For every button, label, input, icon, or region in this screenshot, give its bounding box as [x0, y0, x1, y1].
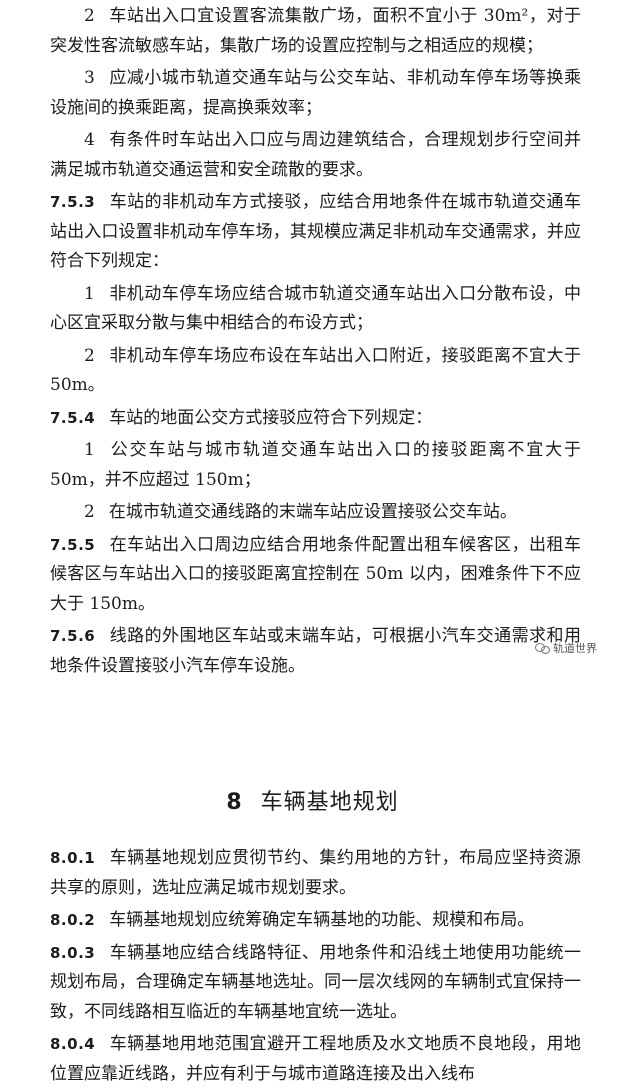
item-number: 1	[84, 440, 95, 460]
clause-text: 车辆基地规划应统筹确定车辆基地的功能、规模和布局。	[109, 910, 535, 930]
item-text: 车站出入口宜设置客流集散广场，面积不宜小于 30m²，对于突发性客流敏感车站，集…	[50, 6, 581, 56]
item-text: 应减小城市轨道交通车站与公交车站、非机动车停车场等换乘设施间的换乘距离，提高换乘…	[50, 68, 581, 118]
clause-number: 7.5.5	[50, 535, 96, 554]
clause-text: 车站的非机动车方式接驳，应结合用地条件在城市轨道交通车站出入口设置非机动车停车场…	[50, 192, 581, 271]
clause-number: 7.5.4	[50, 408, 96, 427]
clause-7-5-4: 7.5.4 车站的地面公交方式接驳应符合下列规定：	[50, 404, 581, 434]
item-number: 1	[84, 283, 95, 304]
item-number: 3	[84, 68, 95, 88]
clause-text: 车站的地面公交方式接驳应符合下列规定：	[109, 407, 433, 428]
clause-text: 在车站出入口周边应结合用地条件配置出租车候客区，出租车候客区与车站出入口的接驳距…	[50, 534, 581, 614]
clause-text: 车辆基地用地范围宜避开工程地质及水文地质不良地段，用地位置应靠近线路，并应有利于…	[50, 1034, 581, 1084]
clause-number: 8.0.4	[50, 1035, 96, 1053]
item-text: 公交车站与城市轨道交通车站出入口的接驳距离不宜大于 50m，并不应超过 150m…	[50, 440, 581, 490]
chapter-title: 车辆基地规划	[260, 790, 399, 815]
clause-text: 车辆基地规划应贯彻节约、集约用地的方针，布局应坚持资源共享的原则，选址应满足城市…	[50, 848, 581, 898]
clause-number: 8.0.1	[50, 849, 96, 867]
item-text: 非机动车停车场应布设在车站出入口附近，接驳距离不宜大于 50m。	[50, 345, 581, 396]
item-number: 2	[84, 345, 95, 366]
clause-8-0-2: 8.0.2 车辆基地规划应统筹确定车辆基地的功能、规模和布局。	[50, 906, 581, 936]
clause-number: 7.5.6	[50, 627, 96, 645]
item-text: 在城市轨道交通线路的末端车站应设置接驳公交车站。	[108, 502, 517, 522]
clause-number: 8.0.3	[50, 943, 96, 962]
list-item-7-5-4-2: 2 在城市轨道交通线路的末端车站应设置接驳公交车站。	[50, 498, 581, 528]
watermark-text: 轨道世界	[553, 642, 597, 655]
item-text: 有条件时车站出入口应与周边建筑结合，合理规划步行空间并满足城市轨道交通运营和安全…	[50, 130, 581, 180]
clause-text: 车辆基地应结合线路特征、用地条件和沿线土地使用功能统一规划布局，合理确定车辆基地…	[50, 942, 581, 1022]
clause-number: 7.5.3	[50, 193, 96, 211]
chapter-heading: 8 车辆基地规划	[0, 784, 625, 816]
item-number: 2	[84, 6, 95, 26]
clause-text: 线路的外围地区车站或末端车站，可根据小汽车交通需求和用地条件设置接驳小汽车停车设…	[50, 626, 581, 676]
chapter-number: 8	[226, 790, 243, 815]
item-number: 2	[84, 502, 95, 522]
watermark: 轨道世界	[535, 640, 597, 656]
wechat-icon	[535, 642, 550, 654]
item-number: 4	[84, 130, 95, 150]
item-text: 非机动车停车场应结合城市轨道交通车站出入口分散布设，中心区宜采取分散与集中相结合…	[50, 283, 581, 334]
clause-number: 8.0.2	[50, 911, 96, 929]
